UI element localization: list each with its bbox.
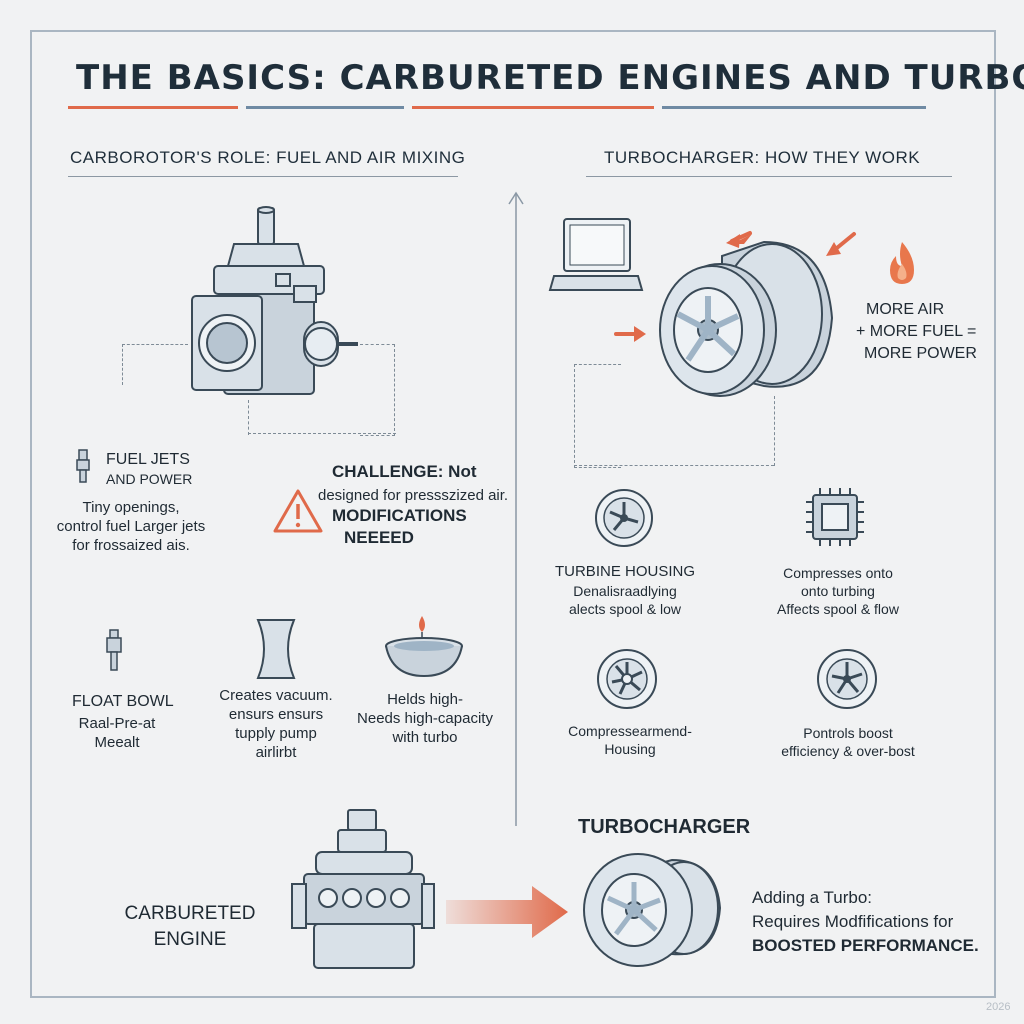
engine-label-1: CARBURETED xyxy=(124,903,256,924)
carb-leader-bottom xyxy=(248,400,249,435)
turbo-desc-1: Adding a Turbo: xyxy=(752,888,873,907)
float-bowl-title: FLOAT BOWL xyxy=(72,693,174,710)
compresses-desc-1: Compresses onto xyxy=(783,565,893,581)
center-divider-arrow xyxy=(508,191,524,826)
challenge-line-3: MODIFICATIONS xyxy=(332,506,467,525)
float-bowl-desc-2: Meealt xyxy=(94,734,140,751)
page-title: THE BASICS: CARBURETED ENGINES AND TURBO… xyxy=(76,58,1024,98)
controls-desc-1: Pontrols boost xyxy=(803,725,893,741)
fuel-jets-desc-3: for frossaized ais. xyxy=(72,537,190,554)
venturi-desc-1: Creates vacuum. xyxy=(219,687,333,704)
airflow-arrows-icon xyxy=(614,231,856,342)
fuel-jets-title: FUEL JETS xyxy=(106,451,190,468)
upgrade-arrow-icon xyxy=(446,886,568,938)
turbine-housing-title: TURBINE HOUSING xyxy=(554,563,695,580)
right-section-heading: TURBOCHARGER: HOW THEY WORK xyxy=(604,148,921,167)
carburetor-icon xyxy=(191,206,358,395)
turbine-housing-desc-2: alects spool & low xyxy=(568,601,682,617)
year-mark: 2026 xyxy=(986,1001,1011,1013)
flame-icon xyxy=(890,242,914,284)
challenge-line-1: CHALLENGE: Not xyxy=(332,462,477,481)
turbine-housing-desc-1: Denalisraadlying xyxy=(573,583,677,599)
float-bowl-icon xyxy=(106,629,122,671)
diagram-frame xyxy=(30,30,996,998)
warning-icon xyxy=(273,489,323,533)
carb-leader-base xyxy=(248,433,396,434)
equation-line-1: MORE AIR xyxy=(866,301,945,318)
carb-leader-left xyxy=(122,344,188,345)
turbo-desc-2: Requires Modfifications for xyxy=(752,912,954,931)
turbo-leader-left xyxy=(574,364,621,468)
venturi-desc-3: tupply pump xyxy=(235,725,317,742)
laptop-icon xyxy=(548,218,644,291)
carb-leader-right xyxy=(360,344,395,436)
compresses-desc-2: onto turbing xyxy=(801,583,875,599)
wastegate-icon xyxy=(817,649,877,709)
fuel-jet-icon xyxy=(76,449,90,483)
chip-icon xyxy=(806,488,864,546)
equation-line-3: MORE POWER xyxy=(864,345,977,362)
venturi-icon xyxy=(256,619,296,679)
turbocharger-label: TURBOCHARGER xyxy=(578,816,751,838)
equation-line-2: + MORE FUEL = xyxy=(856,323,977,340)
challenge-line-2: designed for pressszized air. xyxy=(318,487,509,504)
left-section-heading: CARBOROTOR'S ROLE: FUEL AND AIR MIXING xyxy=(70,148,466,167)
venturi-desc-2: ensurs ensurs xyxy=(228,706,324,723)
left-heading-rule xyxy=(68,176,458,177)
engine-label-2: ENGINE xyxy=(153,929,227,950)
engine-icon xyxy=(291,809,435,969)
right-heading-rule xyxy=(586,176,952,177)
fuel-bowl-icon xyxy=(385,616,463,678)
turbo-leader-right xyxy=(774,396,775,466)
title-underline-1 xyxy=(68,106,238,109)
fuel-jets-desc-2: control fuel Larger jets xyxy=(56,518,206,535)
title-underline-4 xyxy=(662,106,926,109)
fuel-jets-desc-1: Tiny openings, xyxy=(82,499,180,516)
compresses-desc-3: Affects spool & flow xyxy=(777,601,899,617)
turbo-desc-3: BOOSTED PERFORMANCE. xyxy=(752,936,979,955)
bowl-desc-3: with turbo xyxy=(392,729,458,746)
carb-leader-left-drop xyxy=(122,344,123,385)
compressor-housing-desc-2: Housing xyxy=(604,741,656,757)
turbo-leader-base xyxy=(574,465,774,466)
turbine-housing-icon xyxy=(595,489,653,547)
turbocharger-bottom-icon xyxy=(583,853,722,967)
title-underline-3 xyxy=(412,106,654,109)
controls-desc-2: efficiency & over-bost xyxy=(781,743,915,759)
bowl-desc-2: Needs high-capacity xyxy=(357,710,493,727)
title-underline-2 xyxy=(246,106,404,109)
bowl-desc-1: Helds high- xyxy=(387,691,463,708)
venturi-desc-4: airlirbt xyxy=(255,744,297,761)
turbocharger-main-icon xyxy=(659,240,834,397)
challenge-line-4: NEEEED xyxy=(344,528,414,547)
float-bowl-desc-1: Raal-Pre-at xyxy=(78,715,156,732)
fuel-jets-subtitle: AND POWER xyxy=(106,471,193,487)
compressor-housing-desc-1: Compressearmend- xyxy=(568,723,692,739)
compressor-housing-icon xyxy=(597,649,657,709)
